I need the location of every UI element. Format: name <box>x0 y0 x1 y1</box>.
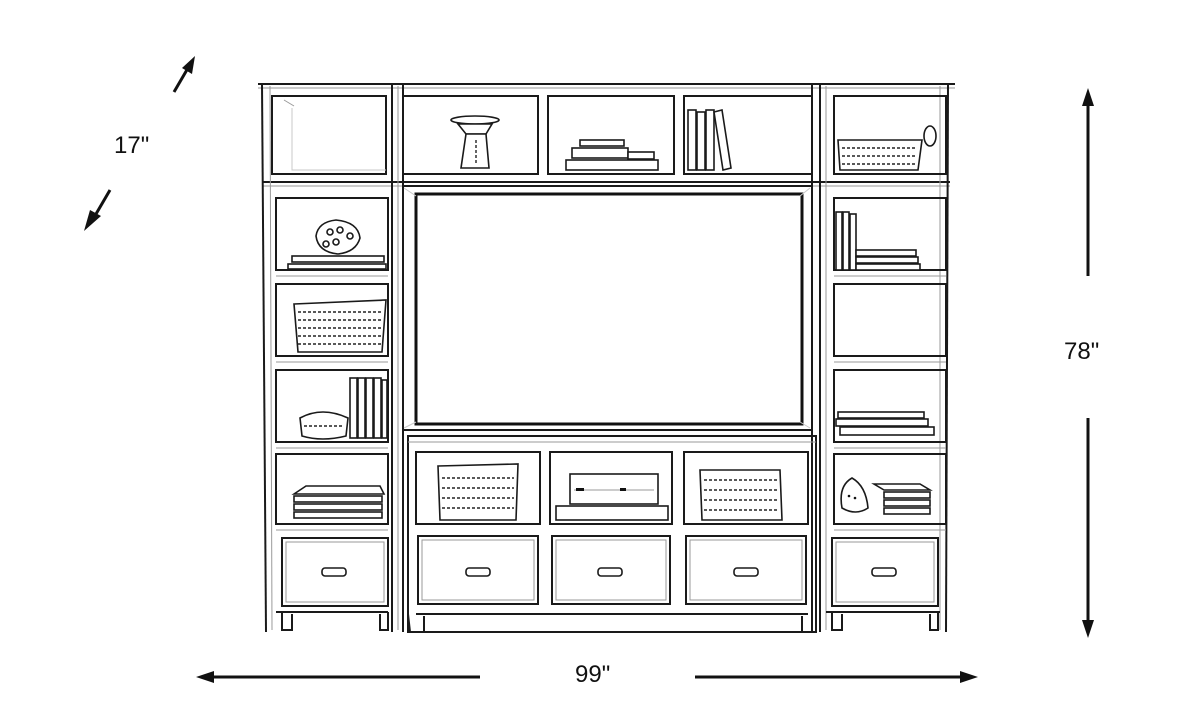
depth-arrow-icon <box>84 56 195 231</box>
width-arrow-icon <box>196 671 978 683</box>
upright-books-icon <box>835 211 921 271</box>
console <box>407 435 817 633</box>
left-pier-drawer <box>276 537 389 631</box>
carcass <box>258 83 955 633</box>
height-arrow-icon <box>1082 88 1094 638</box>
right-pier-drawer <box>826 537 940 631</box>
height-dimension-label: 78" <box>1064 338 1100 365</box>
drawer-pull-icon <box>871 567 897 577</box>
stacked-books-icon <box>291 485 386 519</box>
depth-dimension-label: 17" <box>114 132 150 159</box>
stacked-books-icon <box>871 483 933 515</box>
drawer-pull-icon <box>465 567 491 577</box>
vase-icon <box>840 477 869 513</box>
stacked-books-icon <box>565 139 659 171</box>
width-dimension-label: 99" <box>575 661 611 688</box>
left-pier-shelves <box>275 197 389 531</box>
woven-basket-icon <box>837 125 937 171</box>
candle-stand-icon <box>450 115 500 169</box>
stacked-books-icon <box>835 411 935 436</box>
decorative-sphere-icon <box>287 219 387 270</box>
media-player-icon <box>555 473 669 521</box>
woven-basket-icon <box>437 463 519 521</box>
right-pier-shelves <box>833 197 947 531</box>
drawer-pull-icon <box>321 567 347 577</box>
woven-basket-icon <box>293 299 387 353</box>
top-cubbies <box>271 95 947 175</box>
upright-books-icon <box>349 377 388 439</box>
upright-books-icon <box>687 109 732 171</box>
drawer-pull-icon <box>597 567 623 577</box>
decorative-bowl-icon <box>299 411 349 440</box>
drawer-pull-icon <box>733 567 759 577</box>
woven-basket-icon <box>699 469 783 521</box>
tv-opening <box>402 185 813 431</box>
